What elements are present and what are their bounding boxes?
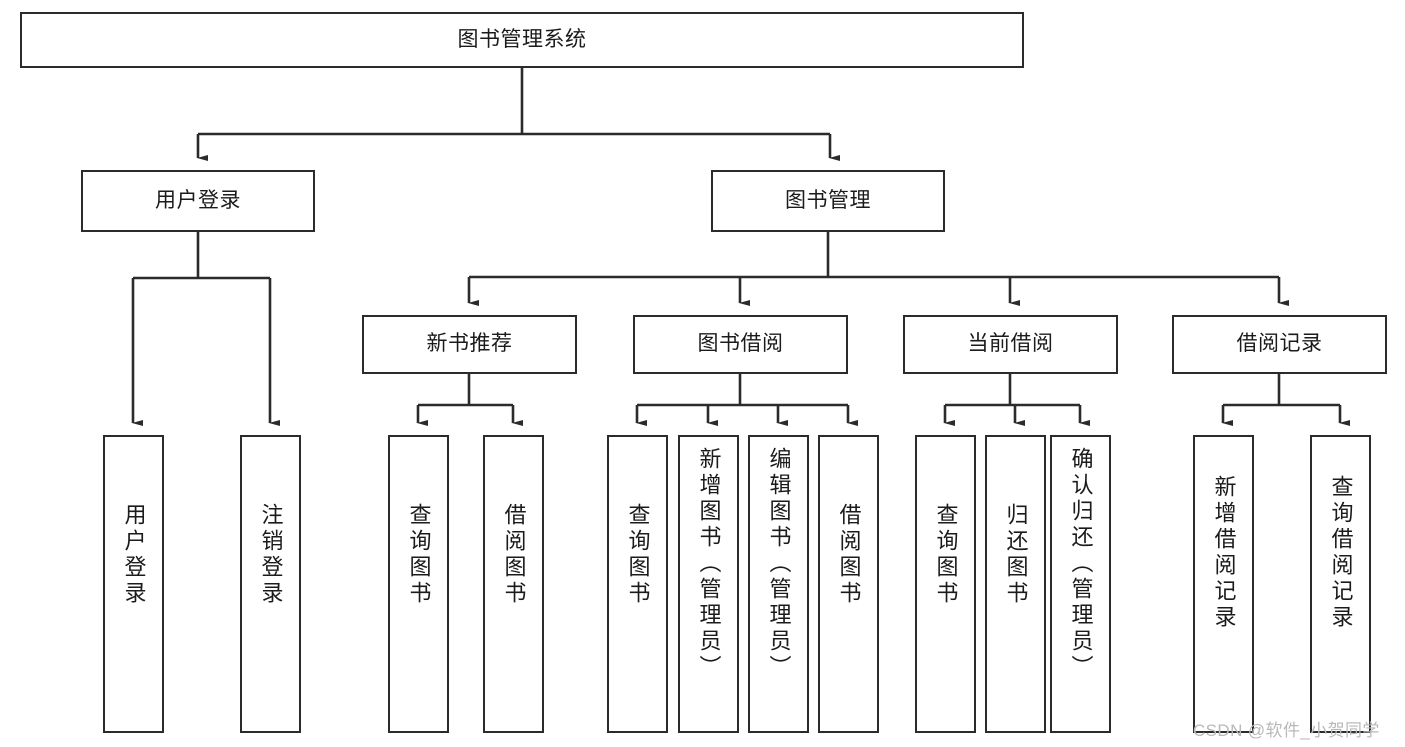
- node-leaf-edit-book[interactable]: 编辑图书（管理员）: [748, 435, 809, 733]
- node-leaf-user-login-label: 用户登录: [121, 503, 147, 607]
- node-book-borrow[interactable]: 图书借阅: [633, 315, 848, 374]
- node-leaf-return-book[interactable]: 归还图书: [985, 435, 1046, 733]
- node-leaf-borrow-book-1-label: 借阅图书: [501, 503, 527, 607]
- node-leaf-logout[interactable]: 注销登录: [240, 435, 301, 733]
- node-book-manage[interactable]: 图书管理: [711, 170, 945, 232]
- node-borrow-record-label: 借阅记录: [1236, 332, 1323, 356]
- node-leaf-edit-book-label: 编辑图书（管理员）: [766, 447, 792, 681]
- node-user-login[interactable]: 用户登录: [81, 170, 315, 232]
- node-borrow-record[interactable]: 借阅记录: [1172, 315, 1387, 374]
- node-leaf-add-record[interactable]: 新增借阅记录: [1193, 435, 1254, 733]
- node-root[interactable]: 图书管理系统: [20, 12, 1024, 68]
- node-book-borrow-label: 图书借阅: [697, 332, 784, 356]
- node-leaf-query-record-label: 查询借阅记录: [1328, 475, 1354, 631]
- node-leaf-add-book[interactable]: 新增图书（管理员）: [678, 435, 739, 733]
- node-leaf-borrow-book-1[interactable]: 借阅图书: [483, 435, 544, 733]
- node-leaf-logout-label: 注销登录: [258, 503, 284, 607]
- node-leaf-query-book-1-label: 查询图书: [406, 503, 432, 607]
- node-leaf-query-book-3[interactable]: 查询图书: [915, 435, 976, 733]
- node-leaf-add-book-label: 新增图书（管理员）: [696, 447, 722, 681]
- node-leaf-confirm-return[interactable]: 确认归还（管理员）: [1050, 435, 1111, 733]
- node-book-manage-label: 图书管理: [785, 188, 871, 212]
- node-user-login-label: 用户登录: [155, 188, 241, 212]
- node-current-borrow-label: 当前借阅: [967, 332, 1054, 356]
- node-leaf-query-book-2-label: 查询图书: [625, 503, 651, 607]
- node-new-book-rec[interactable]: 新书推荐: [362, 315, 577, 374]
- node-leaf-borrow-book-2[interactable]: 借阅图书: [818, 435, 879, 733]
- node-leaf-add-record-label: 新增借阅记录: [1211, 475, 1237, 631]
- node-leaf-user-login[interactable]: 用户登录: [103, 435, 164, 733]
- node-new-book-rec-label: 新书推荐: [426, 332, 513, 356]
- node-leaf-return-book-label: 归还图书: [1003, 503, 1029, 607]
- node-leaf-borrow-book-2-label: 借阅图书: [836, 503, 862, 607]
- node-leaf-query-book-3-label: 查询图书: [933, 503, 959, 607]
- watermark: CSDN @软件_小贺同学: [1193, 721, 1380, 740]
- node-leaf-query-book-2[interactable]: 查询图书: [607, 435, 668, 733]
- node-leaf-query-book-1[interactable]: 查询图书: [388, 435, 449, 733]
- node-current-borrow[interactable]: 当前借阅: [903, 315, 1118, 374]
- node-root-label: 图书管理系统: [457, 27, 587, 51]
- node-leaf-query-record[interactable]: 查询借阅记录: [1310, 435, 1371, 733]
- node-leaf-confirm-return-label: 确认归还（管理员）: [1068, 447, 1094, 681]
